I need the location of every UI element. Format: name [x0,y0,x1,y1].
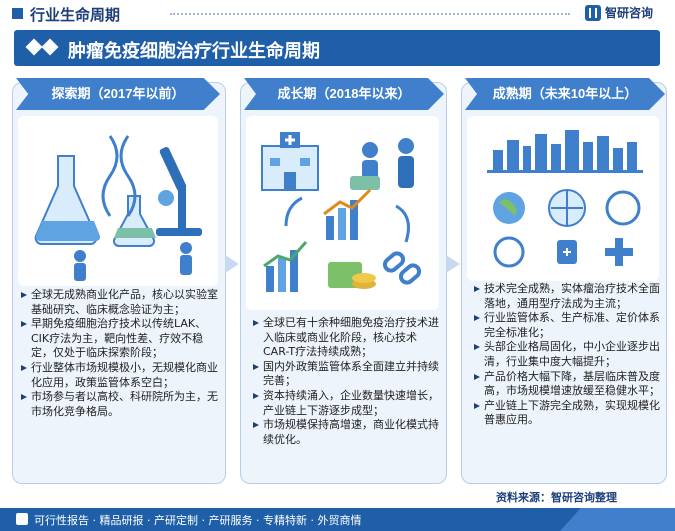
iso-badge-icon [493,236,525,268]
title-marker-icon [12,8,23,19]
growth-illustration [246,116,439,310]
chain-icon [382,251,422,285]
list-item: 产品价格大幅下降，基层临床普及度高，市场规模增速放缓至稳健水平； [473,370,661,399]
stage-arrow-icon [446,255,460,273]
money-icon [328,262,376,289]
diamond-icon [41,38,59,56]
stage-points-growth: 全球已有十余种细胞免疫治疗技术进入临床或商业化阶段，核心技术CAR-T疗法持续成… [252,316,440,447]
footer-accent [560,508,675,531]
list-item: 全球已有十余种细胞免疫治疗技术进入临床或商业化阶段，核心技术CAR-T疗法持续成… [252,316,440,360]
cycle-arrow-icon [395,204,410,243]
maturity-illustration [467,116,659,281]
logo-mark-icon [585,4,601,21]
list-item: 行业整体市场规模极小，无规模化商业化应用，政策监管体系空白； [20,361,220,390]
footer-bar: 可行性报告 · 精品研报 · 产研定制 · 产研服务 · 专精特新 · 外贸商情 [0,508,675,531]
stage-arrow-icon [225,255,239,273]
logo-text: 智研咨询 [605,6,654,20]
growth-chart-icon [263,188,372,292]
list-item: 市场规模保持高增速，商业化模式持续优化。 [252,418,440,447]
microscope-icon [156,147,202,236]
list-item: 头部企业格局固化，中小企业逐步出清，行业集中度大幅提升； [473,340,661,369]
iso-badge-icon [605,190,641,226]
list-item: 产业链上下游完全成熟，实现规模化普惠应用。 [473,399,661,428]
scientist-icon [74,242,192,281]
footer-services: 可行性报告 · 精品研报 · 产研定制 · 产研服务 · 专精特新 · 外贸商情 [34,514,362,527]
flask-icon [34,155,156,247]
lab-illustration [18,116,218,286]
stage-points-maturity: 技术完全成熟，实体瘤治疗技术全面落地，通用型疗法成为主流； 行业监管体系、生产标… [473,282,661,428]
stage-heading-maturity: 成熟期（未来10年以上） [465,78,665,110]
top-bar: 行业生命周期 [0,0,675,28]
diamond-icon [25,38,43,56]
list-item: 资本持续涌入，企业数量快速增长，产业链上下游逐步成型； [252,389,440,418]
doctor-patient-icon [350,138,414,190]
dotted-divider [170,13,570,15]
city-skyline-icon [487,130,643,173]
list-item: 行业监管体系、生产标准、定价体系完全标准化； [473,311,661,340]
hospital-icon [261,132,319,191]
hands-health-icon [557,238,633,266]
stage-heading-growth: 成长期（2018年以来） [244,78,444,110]
stage-points-exploration: 全球无成熟商业化产品，核心以实验室基础研究、临床概念验证为主； 早期免疫细胞治疗… [20,288,220,419]
cycle-arrow-icon [284,196,303,227]
stage-heading-exploration: 探索期（2017年以前） [16,78,220,110]
list-item: 国内外政策监管体系全面建立并持续完善； [252,360,440,389]
brand-logo: 智研咨询 [585,4,653,21]
list-item: 早期免疫细胞治疗技术以传统LAK、CIK疗法为主，靶向性差、疗效不稳定，仅处于临… [20,317,220,361]
banner-title: 肿瘤免疫细胞治疗行业生命周期 [68,41,320,61]
source-note: 资料来源：智研咨询整理 [496,491,617,504]
list-item: 技术完全成熟，实体瘤治疗技术全面落地，通用型疗法成为主流； [473,282,661,311]
title-banner: 肿瘤免疫细胞治疗行业生命周期 [14,30,660,66]
section-title: 行业生命周期 [30,6,121,24]
list-item: 市场参与者以高校、科研院所为主，无市场化竞争格局。 [20,390,220,419]
footer-icon [16,513,28,525]
list-item: 全球无成熟商业化产品，核心以实验室基础研究、临床概念验证为主； [20,288,220,317]
dna-icon [101,135,137,217]
